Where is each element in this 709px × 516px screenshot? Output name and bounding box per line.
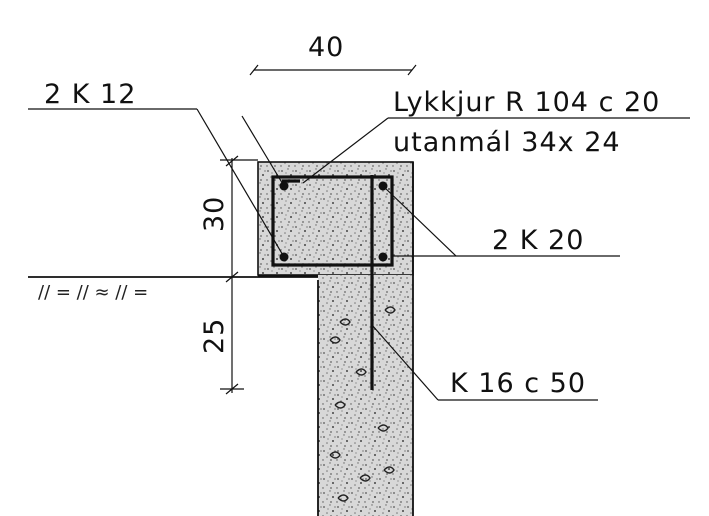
- leader-2k20-to-bar: [382, 185, 457, 257]
- dim-width-label: 40: [308, 32, 344, 63]
- label-stirrups-line2: utanmál 34x 24: [393, 127, 621, 158]
- dim-width-tick-left: [249, 64, 259, 76]
- concrete-section: [257, 161, 414, 516]
- dimension-vertical: 30 25: [199, 155, 258, 395]
- label-2k12: 2 K 12: [44, 79, 136, 110]
- dimension-width: 40: [249, 32, 417, 76]
- dim-width-tick-right: [407, 64, 417, 76]
- leaders: [28, 108, 690, 401]
- dim-embed-label: 25: [199, 318, 230, 354]
- dim-beam-height-label: 30: [199, 196, 230, 232]
- ground-hatch: // = // ≈ // =: [38, 282, 148, 303]
- leader-2k12-to-bar: [196, 108, 285, 258]
- dim-tick-mid: [225, 271, 239, 283]
- bar-bottom-right: [378, 252, 388, 262]
- reinforcement: [271, 175, 394, 390]
- stirrup: [271, 175, 394, 267]
- leader-k16-to-bar: [371, 324, 439, 401]
- leader-2k12-to-top-bar: [241, 115, 285, 187]
- wall-section: [318, 275, 413, 516]
- label-k16: K 16 c 50: [450, 368, 586, 399]
- ground: // = // ≈ // =: [28, 276, 318, 303]
- label-stirrups-line1: Lykkjur R 104 c 20: [393, 87, 660, 118]
- label-2k20: 2 K 20: [492, 225, 584, 256]
- dim-tick-top: [225, 155, 239, 167]
- leader-stirrup-to-stirrup: [302, 117, 389, 184]
- aggregate-marks: [329, 306, 396, 502]
